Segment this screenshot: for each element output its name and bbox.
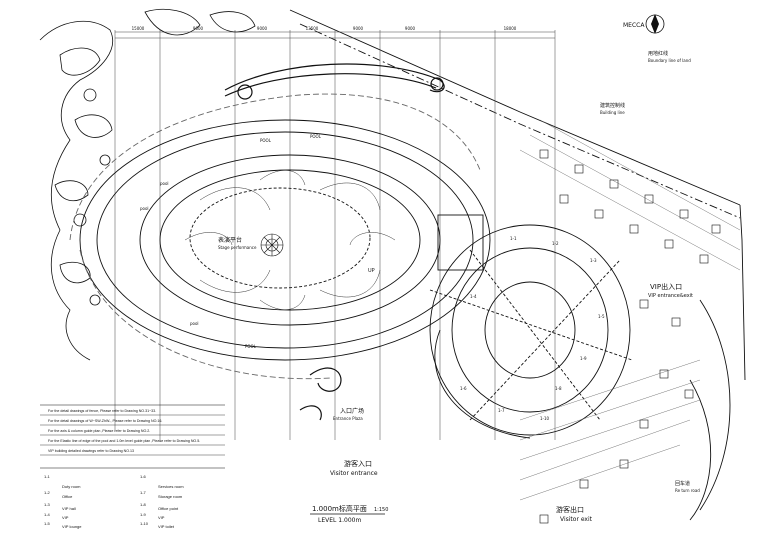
- boundary-en: Boundary line of land: [648, 58, 691, 63]
- legend-code: 1-10: [140, 521, 149, 526]
- dim-5: 9000: [353, 26, 364, 31]
- dim-2: 9000: [193, 26, 204, 31]
- legend-name: VIP lounge: [62, 524, 82, 529]
- pool-label-d: pool: [190, 321, 199, 326]
- rockery: [39, 8, 256, 361]
- up-label: UP: [368, 268, 375, 274]
- legend-name: VIP toilet: [158, 524, 175, 529]
- legend-code: 1-3: [44, 502, 51, 507]
- north-label: MECCA: [623, 22, 645, 29]
- legend-code: 1-9: [140, 512, 147, 517]
- boundary-lines: [289, 9, 746, 521]
- legend-name: VIP: [62, 515, 69, 520]
- note-5: VIP building detailed drawings refer to …: [48, 449, 134, 453]
- note-4: For the Elastic line of edge of the pool…: [48, 439, 200, 443]
- north-arrow: MECCA: [623, 14, 665, 34]
- legend-name: VIP hall: [62, 506, 76, 511]
- legend-code: 1-6: [140, 474, 147, 479]
- note-3: For the axis & column guide plan ,Please…: [48, 429, 150, 433]
- room-tag: 1-5: [598, 314, 605, 319]
- boundary-cn: 用地红线: [648, 50, 668, 57]
- pool-label-f: pool: [140, 206, 149, 211]
- room-legend: 1-1 Duty room 1-2 Office 1-3 VIP hall 1-…: [44, 474, 184, 529]
- stage-stair: [260, 233, 284, 257]
- stage-cn: 表演平台: [218, 236, 242, 244]
- building-cn: 建筑控制线: [600, 102, 625, 109]
- return-road-en: Re turn road: [675, 488, 700, 493]
- axis-grid: [114, 30, 556, 440]
- room-tag: 1-3: [590, 258, 597, 263]
- tree-grid: [539, 149, 721, 524]
- annotations: 用地红线 Boundary line of land 建筑控制线 Buildin…: [140, 50, 700, 523]
- legend-code: 1-2: [44, 490, 51, 495]
- legend-code: 1-7: [140, 490, 147, 495]
- petal-pattern: [184, 170, 396, 310]
- pool-label-e: POOL: [245, 344, 257, 349]
- visitor-entrance-cn: 游客入口: [344, 459, 372, 468]
- room-tag: 1-4: [470, 294, 477, 299]
- legend-name: Duty room: [62, 484, 81, 489]
- vip-cn: VIP出入口: [650, 282, 682, 291]
- note-2: For the detail drawings of W~SW-ZhW-, Pl…: [48, 419, 162, 423]
- room-tag: 1-8: [555, 386, 562, 391]
- room-tags: 1-1 1-2 1-3 1-4 1-5 1-6 1-7 1-8 1-9 1-10: [460, 236, 605, 421]
- visitor-exit-cn: 游客出口: [556, 505, 584, 514]
- dim-1: 15000: [132, 26, 145, 31]
- pool-label-a: POOL: [260, 138, 272, 143]
- legend-code: 1-8: [140, 502, 147, 507]
- legend-code: 1-4: [44, 512, 51, 517]
- scroll-walls: [224, 63, 445, 421]
- pool-label-b: POOL: [310, 134, 322, 139]
- plaza-cn: 入口广场: [340, 407, 364, 415]
- building-en: Building line: [600, 110, 625, 115]
- plaza-en: Entrance Plaza: [333, 416, 363, 421]
- room-tag: 1-1: [510, 236, 517, 241]
- legend-name: Office: [62, 494, 73, 499]
- room-tag: 1-10: [540, 416, 550, 421]
- dim-6: 9000: [405, 26, 416, 31]
- room-tag: 1-9: [580, 356, 587, 361]
- legend-code: 1-5: [44, 521, 51, 526]
- hatch-paving: [519, 119, 741, 501]
- notes-box: For the detail drawings of fence, Please…: [40, 404, 225, 469]
- pool-label-c: pool: [160, 181, 169, 186]
- room-tag: 1-2: [552, 241, 559, 246]
- return-road-cn: 回车道: [675, 480, 690, 487]
- legend-name: Services room: [158, 484, 184, 489]
- dim-3: 9000: [257, 26, 268, 31]
- room-tag: 1-6: [460, 386, 467, 391]
- dim-7: 18000: [504, 26, 517, 31]
- dim-4: 13500: [306, 26, 319, 31]
- legend-name: VIP: [158, 515, 165, 520]
- visitor-entrance-en: Visitor entrance: [330, 470, 378, 477]
- note-1: For the detail drawings of fence, Please…: [48, 409, 156, 413]
- visitor-exit-en: Visitor exit: [560, 516, 593, 523]
- pool-rings: [69, 93, 491, 380]
- title-block: 1.000m标高平面 1:150 LEVEL 1.000m: [310, 504, 388, 524]
- legend-name: Storage room: [158, 494, 183, 499]
- vip-en: VIP entrance&exit: [648, 293, 693, 299]
- legend-code: 1-1: [44, 474, 51, 479]
- room-tag: 1-7: [498, 408, 505, 413]
- legend-name: Office point: [158, 506, 179, 511]
- dimension-labels: 15000 9000 9000 13500 9000 9000 18000: [132, 26, 517, 31]
- plan-scale: 1:150: [374, 507, 388, 513]
- stage-en: Stage performance: [218, 245, 257, 250]
- plan-level: LEVEL 1.000m: [318, 517, 361, 524]
- vip-building: [429, 214, 633, 439]
- plan-title: 1.000m标高平面: [312, 504, 367, 513]
